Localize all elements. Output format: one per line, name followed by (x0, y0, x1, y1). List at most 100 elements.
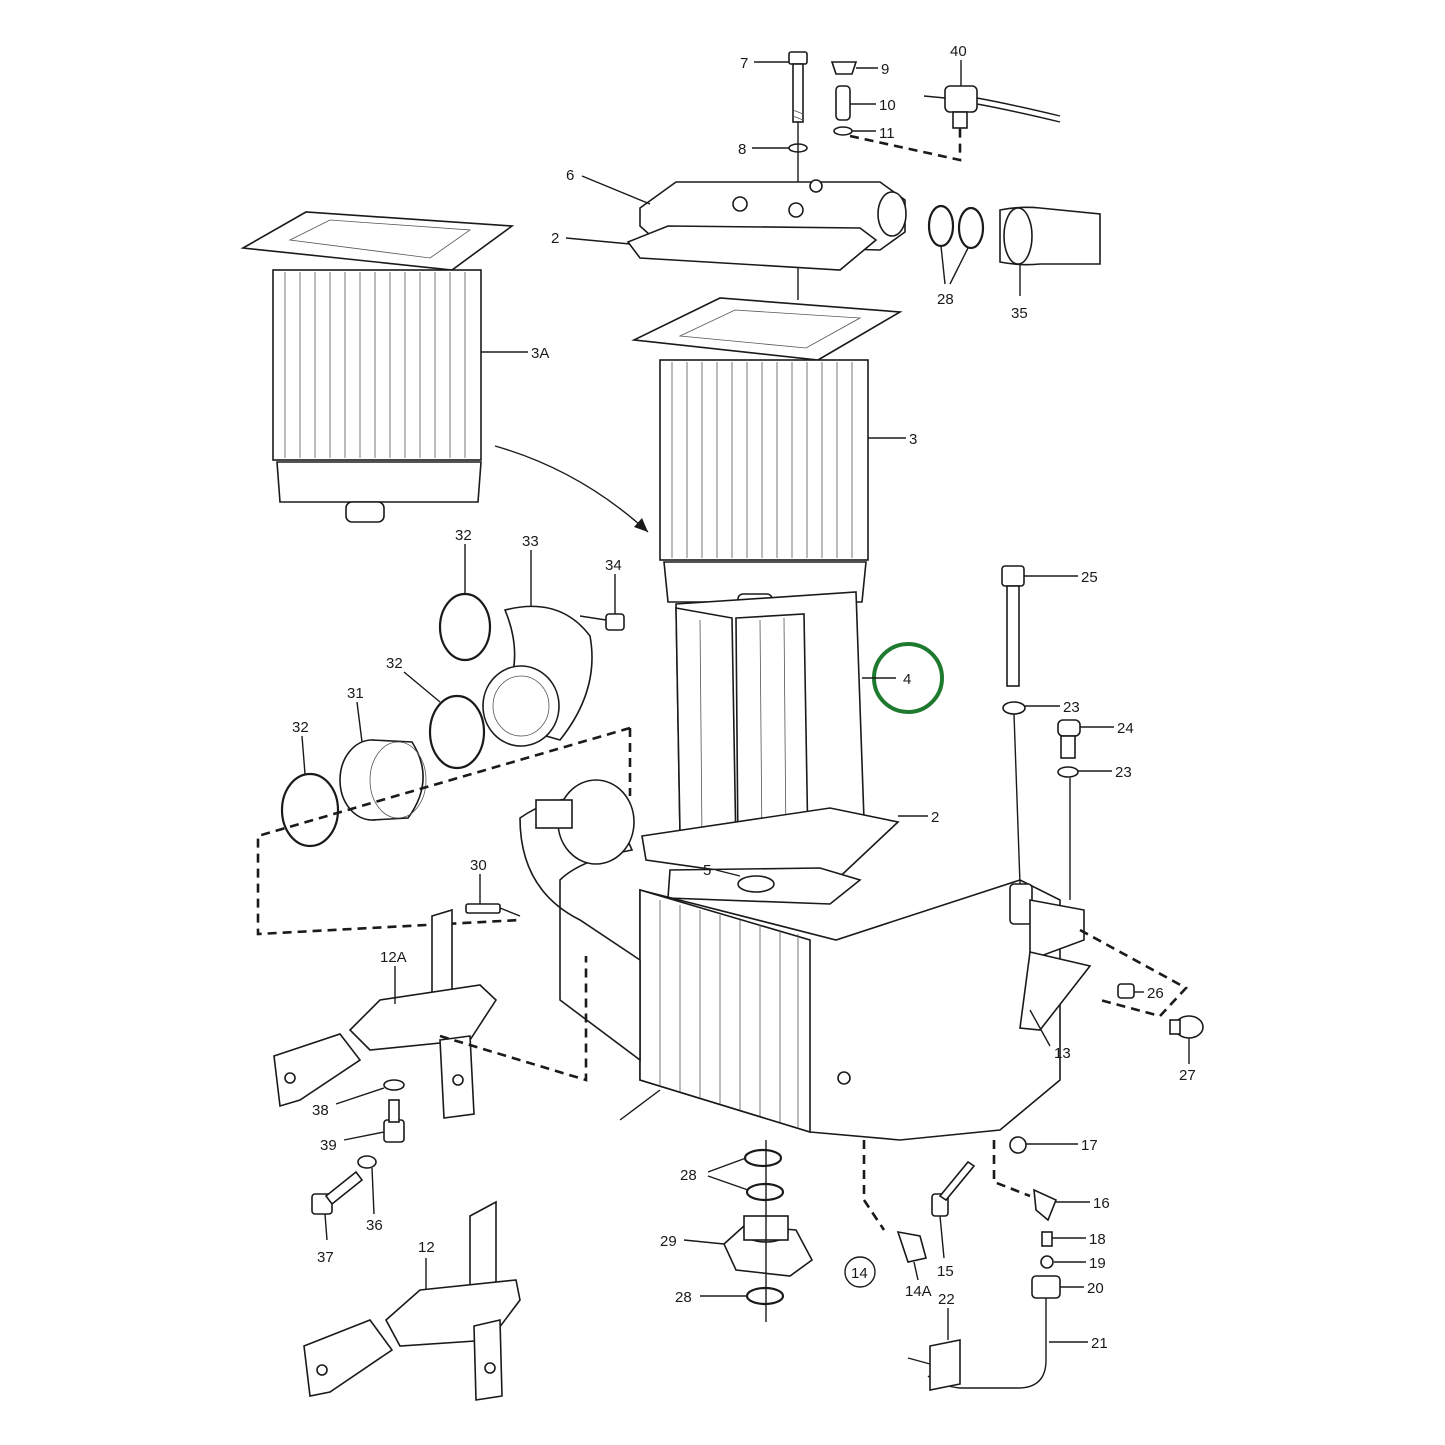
callout-29[interactable]: 29 (660, 1233, 725, 1250)
baffle-insert-4 (675, 591, 865, 853)
callout-32-middle[interactable]: 32 (386, 655, 441, 703)
dashed-guide-26 (1079, 928, 1189, 1018)
callout-36[interactable]: 36 (366, 1167, 383, 1234)
callout-10[interactable]: 10 (850, 97, 896, 114)
svg-text:33: 33 (522, 533, 539, 550)
svg-text:36: 36 (366, 1217, 383, 1234)
nut-20 (1031, 1275, 1061, 1299)
nipple-16 (1033, 1188, 1058, 1222)
svg-text:4: 4 (903, 671, 911, 688)
ferrule-19 (1040, 1255, 1054, 1269)
callout-13[interactable]: 13 (1029, 1009, 1071, 1062)
callout-11[interactable]: 11 (852, 125, 895, 142)
gasket-2-lower (641, 807, 900, 887)
svg-text:14A: 14A (905, 1283, 932, 1300)
dashed-guide-sensor (849, 128, 962, 162)
callout-3A[interactable]: 3A (481, 345, 549, 362)
oring-28-middle (745, 1182, 785, 1202)
screw-26 (1117, 983, 1135, 999)
callout-26[interactable]: 26 (1134, 985, 1164, 1002)
callout-27[interactable]: 27 (1179, 1038, 1196, 1084)
callout-19[interactable]: 19 (1054, 1255, 1106, 1272)
svg-text:21: 21 (1091, 1335, 1108, 1352)
callout-23-upper[interactable]: 23 (1025, 699, 1080, 716)
arrow-3A-to-3 (494, 445, 649, 533)
cooler-insert-3 (631, 297, 903, 613)
callout-31[interactable]: 31 (347, 685, 364, 743)
svg-text:39: 39 (320, 1137, 337, 1154)
dashed-guide-16 (992, 1140, 1031, 1198)
callout-2-top[interactable]: 2 (551, 230, 631, 247)
callout-32-lower[interactable]: 32 (292, 719, 309, 775)
hose-35 (999, 206, 1101, 266)
callout-18[interactable]: 18 (1052, 1231, 1106, 1248)
callout-17[interactable]: 17 (1026, 1137, 1098, 1154)
svg-text:30: 30 (470, 857, 487, 874)
callout-8[interactable]: 8 (738, 141, 789, 158)
svg-text:40: 40 (950, 43, 967, 60)
callout-24[interactable]: 24 (1080, 720, 1134, 737)
cooler-insert-3A (240, 211, 515, 523)
elbow-pipe (519, 779, 641, 1062)
dashed-guide-14A (862, 1140, 886, 1231)
callout-39[interactable]: 39 (320, 1131, 385, 1154)
callout-37[interactable]: 37 (317, 1213, 334, 1266)
callout-12A[interactable]: 12A (380, 949, 407, 1004)
callout-40[interactable]: 40 (950, 43, 967, 86)
callout-28-middle[interactable]: 28 (680, 1157, 749, 1191)
callout-16[interactable]: 16 (1056, 1195, 1110, 1212)
svg-text:28: 28 (675, 1289, 692, 1306)
clamp-32-upper (438, 592, 492, 662)
callout-14[interactable]: 14 (844, 1256, 876, 1288)
clamp-32-middle (428, 694, 486, 770)
callout-32-upper[interactable]: 32 (455, 527, 472, 594)
stud-30 (465, 903, 521, 917)
washer-38 (383, 1079, 405, 1091)
svg-text:10: 10 (879, 97, 896, 114)
svg-text:23: 23 (1115, 764, 1132, 781)
svg-text:16: 16 (1093, 1195, 1110, 1212)
svg-text:3A: 3A (531, 345, 549, 362)
svg-text:22: 22 (938, 1291, 955, 1308)
elbow-14A (896, 1230, 927, 1263)
callout-35[interactable]: 35 (1011, 264, 1028, 322)
svg-text:12A: 12A (380, 949, 407, 966)
callout-4[interactable]: 4 (862, 642, 944, 714)
callout-3[interactable]: 3 (868, 431, 917, 448)
svg-text:23: 23 (1063, 699, 1080, 716)
callout-15[interactable]: 15 (937, 1215, 954, 1280)
screw-34 (579, 613, 625, 631)
callout-25[interactable]: 25 (1024, 569, 1098, 586)
cooler-housing (639, 879, 1085, 1141)
callout-2-lower[interactable]: 2 (898, 809, 939, 826)
callout-22[interactable]: 22 (938, 1291, 955, 1340)
callout-28-lower[interactable]: 28 (675, 1289, 747, 1306)
callout-12[interactable]: 12 (418, 1239, 435, 1290)
svg-text:32: 32 (292, 719, 309, 736)
callout-9[interactable]: 9 (856, 61, 889, 78)
callout-23-lower[interactable]: 23 (1078, 764, 1132, 781)
insert-10 (835, 85, 851, 121)
callout-34[interactable]: 34 (605, 557, 622, 614)
callout-30[interactable]: 30 (470, 857, 487, 904)
callout-14A[interactable]: 14A (905, 1261, 932, 1300)
callout-7[interactable]: 7 (740, 55, 789, 72)
svg-text:31: 31 (347, 685, 364, 702)
callout-20[interactable]: 20 (1060, 1280, 1104, 1297)
svg-text:7: 7 (740, 55, 748, 72)
svg-text:19: 19 (1089, 1255, 1106, 1272)
svg-text:38: 38 (312, 1102, 329, 1119)
callout-6[interactable]: 6 (566, 167, 651, 205)
callout-21[interactable]: 21 (1049, 1335, 1108, 1352)
callout-38[interactable]: 38 (312, 1087, 385, 1119)
callout-5[interactable]: 5 (703, 862, 741, 879)
svg-text:29: 29 (660, 1233, 677, 1250)
bolt-25 (1001, 565, 1025, 687)
callout-33[interactable]: 33 (522, 533, 539, 606)
svg-text:8: 8 (738, 141, 746, 158)
axis-bolt-25 (1013, 713, 1021, 885)
svg-text:3: 3 (909, 431, 917, 448)
svg-text:25: 25 (1081, 569, 1098, 586)
callout-28-top[interactable]: 28 (937, 245, 969, 308)
svg-text:35: 35 (1011, 305, 1028, 322)
